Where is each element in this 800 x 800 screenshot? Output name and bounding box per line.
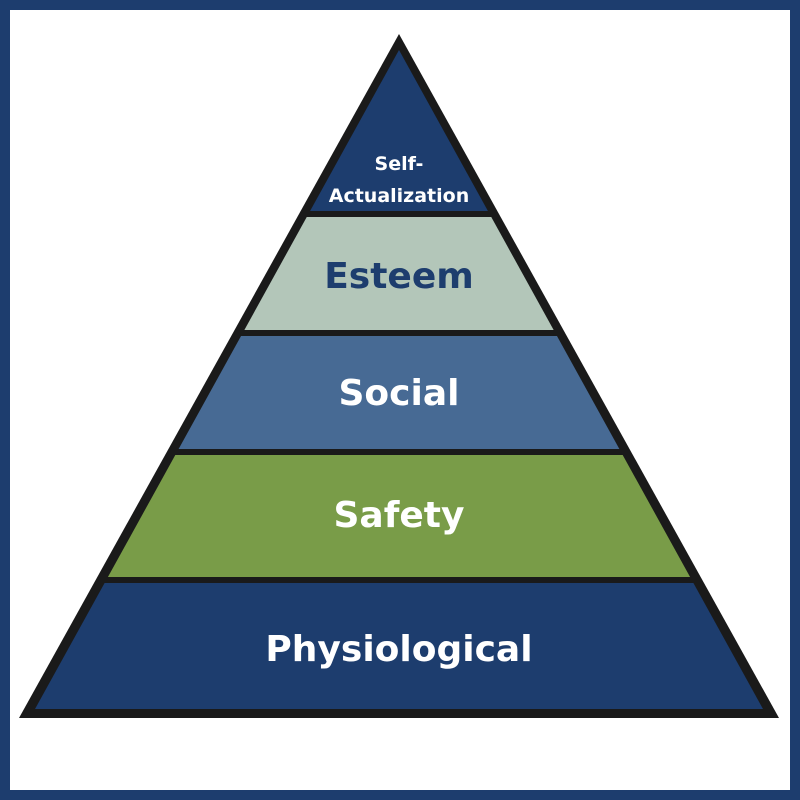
- layer-label-physiological: Physiological: [265, 629, 532, 670]
- layer-label-self-actualization: Self-: [375, 153, 424, 175]
- layer-label-self-actualization: Actualization: [329, 185, 469, 207]
- layer-physiological: [35, 583, 763, 709]
- layer-label-esteem: Esteem: [324, 256, 474, 297]
- layer-label-social: Social: [339, 373, 460, 414]
- layer-label-safety: Safety: [334, 495, 465, 536]
